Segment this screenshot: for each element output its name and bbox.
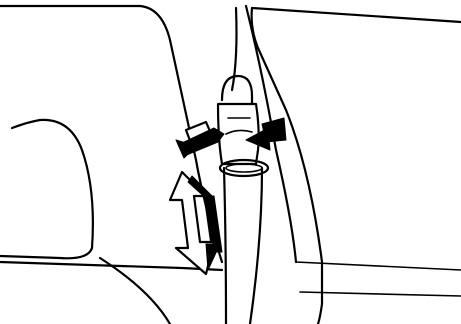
anchor-top-tab (222, 76, 252, 104)
press-arrow-right-icon (246, 118, 286, 150)
seat-belt-webbing-right (250, 168, 262, 324)
press-arrow-left-icon (176, 122, 224, 158)
anchor-housing-inner (226, 118, 252, 134)
right-window-frame (252, 8, 322, 324)
door-panel-line (296, 262, 461, 270)
seat-belt-webbing-left (224, 168, 226, 324)
belt-guide-ring-inner (226, 164, 262, 172)
headrest (0, 120, 93, 258)
belt-guide-ring (220, 160, 268, 176)
right-window-top-edge (252, 8, 461, 22)
door-panel-line-lower (300, 292, 461, 296)
